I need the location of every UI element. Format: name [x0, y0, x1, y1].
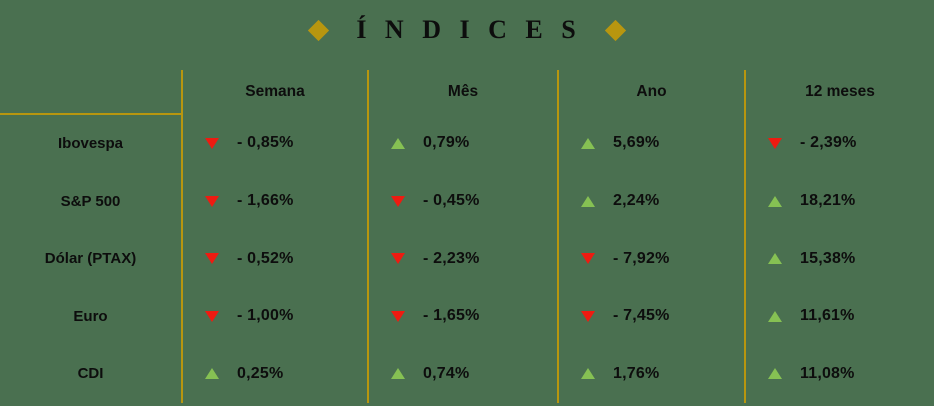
cell-ibovespa-12-meses: - 2,39% [744, 114, 934, 173]
arrow-down-icon [205, 253, 219, 265]
table-row: Ibovespa - 0,85% 0,79% 5, [0, 114, 934, 173]
cell-value: - 1,65% [423, 307, 480, 325]
arrow-up-icon [205, 368, 219, 380]
cell-cdi-12-meses: 11,08% [744, 345, 934, 403]
arrow-down-icon [581, 253, 595, 265]
cell-value: 15,38% [800, 249, 856, 267]
table-header-row: Semana Mês Ano 12 meses [0, 70, 934, 115]
diamond-ornament-left-icon [308, 19, 330, 41]
cell-sp500-ano: 2,24% [557, 172, 745, 230]
arrow-down-icon [391, 310, 405, 322]
cell-value: - 0,45% [423, 192, 480, 210]
cell-ibovespa-ano: 5,69% [557, 114, 745, 173]
cell-value: 11,08% [800, 364, 855, 382]
row-label-dolar-ptax: Dólar (PTAX) [44, 250, 137, 268]
row-label-ibovespa: Ibovespa [57, 135, 124, 153]
column-header-mes: Mês [367, 70, 558, 114]
arrow-down-icon [391, 253, 405, 265]
column-header-semana: Semana [181, 70, 368, 114]
cell-value: 0,74% [423, 364, 470, 382]
cell-value: 5,69% [613, 134, 660, 152]
arrow-up-icon [768, 195, 782, 207]
row-label-euro: Euro [73, 307, 108, 325]
table-row: Dólar (PTAX) - 0,52% - 2,23% [0, 230, 934, 288]
table-row: Euro - 1,00% - 1,65% - 7, [0, 287, 934, 345]
cell-value: 2,24% [613, 192, 660, 210]
arrow-down-icon [768, 137, 782, 149]
row-label-sp-500: S&P 500 [60, 192, 121, 210]
cell-sp500-semana: - 1,66% [181, 172, 368, 230]
cell-value: - 0,52% [237, 249, 294, 267]
cell-value: 0,79% [423, 134, 470, 152]
table-body: Ibovespa - 0,85% 0,79% 5, [0, 114, 934, 403]
indices-table: Semana Mês Ano 12 meses Ibovespa - 0,85% [0, 70, 934, 403]
page-title: Í N D I C E S [356, 15, 582, 44]
arrow-up-icon [581, 368, 595, 380]
row-label-cdi: CDI [77, 365, 104, 383]
arrow-up-icon [768, 368, 782, 380]
cell-value: - 7,92% [613, 249, 670, 267]
cell-cdi-mes: 0,74% [367, 345, 558, 403]
column-header-corner [0, 70, 182, 115]
cell-euro-ano: - 7,45% [557, 287, 745, 345]
cell-euro-mes: - 1,65% [367, 287, 558, 345]
column-header-12-meses: 12 meses [744, 70, 934, 114]
arrow-up-icon [768, 253, 782, 265]
cell-ibovespa-semana: - 0,85% [181, 114, 368, 173]
arrow-up-icon [391, 368, 405, 380]
cell-euro-semana: - 1,00% [181, 287, 368, 345]
table-header: Semana Mês Ano 12 meses [0, 70, 934, 115]
cell-sp500-12-meses: 18,21% [744, 172, 934, 230]
cell-euro-12-meses: 11,61% [744, 287, 934, 345]
cell-value: 11,61% [800, 307, 855, 325]
cell-value: - 2,39% [800, 134, 857, 152]
table-row: CDI 0,25% 0,74% 1,76% [0, 345, 934, 403]
cell-sp500-mes: - 0,45% [367, 172, 558, 230]
arrow-down-icon [205, 137, 219, 149]
arrow-up-icon [768, 310, 782, 322]
cell-dolar-mes: - 2,23% [367, 230, 558, 288]
arrow-up-icon [391, 137, 405, 149]
arrow-down-icon [391, 195, 405, 207]
cell-dolar-semana: - 0,52% [181, 230, 368, 288]
cell-ibovespa-mes: 0,79% [367, 114, 558, 173]
cell-value: 18,21% [800, 192, 856, 210]
cell-cdi-semana: 0,25% [181, 345, 368, 403]
arrow-down-icon [205, 310, 219, 322]
cell-dolar-ano: - 7,92% [557, 230, 745, 288]
cell-value: 0,25% [237, 364, 284, 382]
panel-header: Í N D I C E S [0, 8, 934, 52]
cell-dolar-12-meses: 15,38% [744, 230, 934, 288]
cell-value: - 2,23% [423, 249, 480, 267]
column-header-ano: Ano [557, 70, 745, 114]
cell-value: - 7,45% [613, 307, 670, 325]
arrow-up-icon [581, 137, 595, 149]
cell-cdi-ano: 1,76% [557, 345, 745, 403]
arrow-up-icon [581, 195, 595, 207]
cell-value: - 0,85% [237, 134, 294, 152]
cell-value: - 1,66% [237, 192, 294, 210]
cell-value: - 1,00% [237, 307, 294, 325]
arrow-down-icon [205, 195, 219, 207]
cell-value: 1,76% [613, 364, 660, 382]
table-row: S&P 500 - 1,66% - 0,45% 2 [0, 172, 934, 230]
arrow-down-icon [581, 310, 595, 322]
diamond-ornament-right-icon [604, 19, 626, 41]
